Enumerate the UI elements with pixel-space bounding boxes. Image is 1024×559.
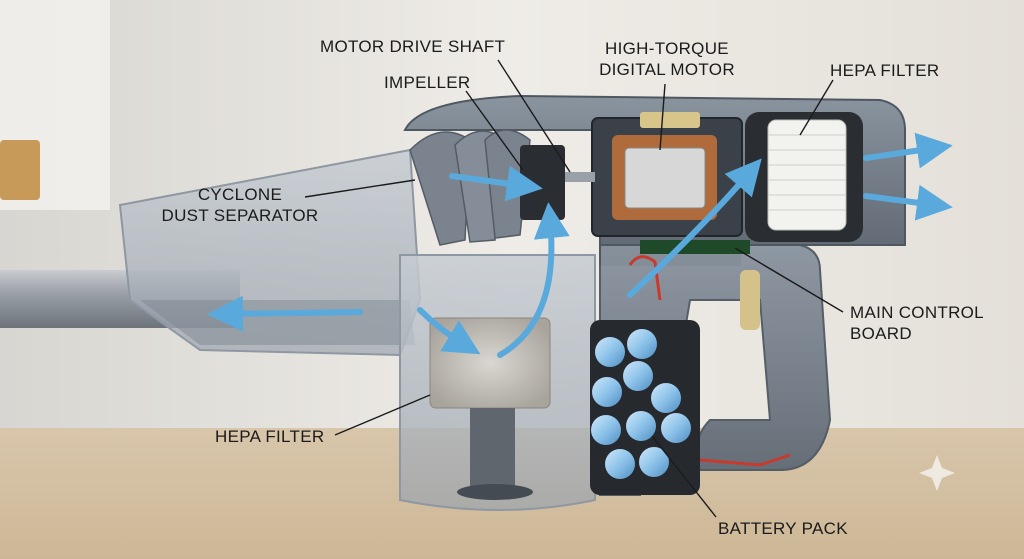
label-high-torque-motor: HIGH-TORQUE DIGITAL MOTOR [599, 39, 735, 79]
cyclone-cones [409, 129, 531, 246]
airflow-bin-arrow [417, 307, 481, 355]
red-wire [628, 255, 662, 301]
leader-hepa-rear [799, 79, 834, 136]
hepa-rear-filter [767, 119, 847, 231]
leader-shaft [497, 59, 571, 173]
bin-base-disk [457, 484, 533, 500]
motor-stator [624, 147, 706, 209]
trigger-foam [740, 270, 760, 330]
airflow-exhaust-bottom [863, 184, 953, 221]
leader-cyclone [304, 179, 416, 198]
leader-motor [659, 83, 666, 151]
label-impeller: IMPELLER [384, 73, 471, 92]
control-board [640, 240, 750, 254]
leader-impeller [465, 90, 524, 171]
airflow-cyclone-arrow [449, 165, 543, 202]
label-main-control-board: MAIN CONTROL BOARD [850, 303, 984, 343]
red-wire-lower [699, 453, 791, 467]
label-hepa-filter-rear: HEPA FILTER [830, 61, 940, 80]
impeller-body [520, 145, 565, 220]
bin-center-post [470, 408, 515, 493]
label-motor-drive-shaft: MOTOR DRIVE SHAFT [320, 37, 506, 56]
label-battery-pack: BATTERY PACK [718, 519, 848, 538]
leader-control [734, 247, 844, 313]
sparkle-icon [919, 455, 955, 491]
battery-cells [591, 329, 691, 479]
leader-lines [304, 59, 844, 518]
plant-pot [0, 140, 40, 200]
leader-hepa-bin [334, 394, 431, 436]
label-cyclone-dust-separator: CYCLONE DUST SEPARATOR [161, 185, 319, 225]
label-hepa-filter-bin: HEPA FILTER [215, 427, 325, 446]
airflow-exhaust-top [863, 132, 953, 169]
drive-shaft [565, 172, 595, 182]
leader-battery [651, 435, 717, 518]
airflow-motor-arrow [627, 158, 762, 298]
airflow-up-arrow [497, 202, 570, 358]
hepa-pleats [768, 134, 846, 211]
airflow-arrows [207, 132, 953, 358]
handle-shell [599, 244, 832, 496]
airflow-inlet-arrow [207, 295, 363, 332]
motor-foam [640, 112, 700, 128]
